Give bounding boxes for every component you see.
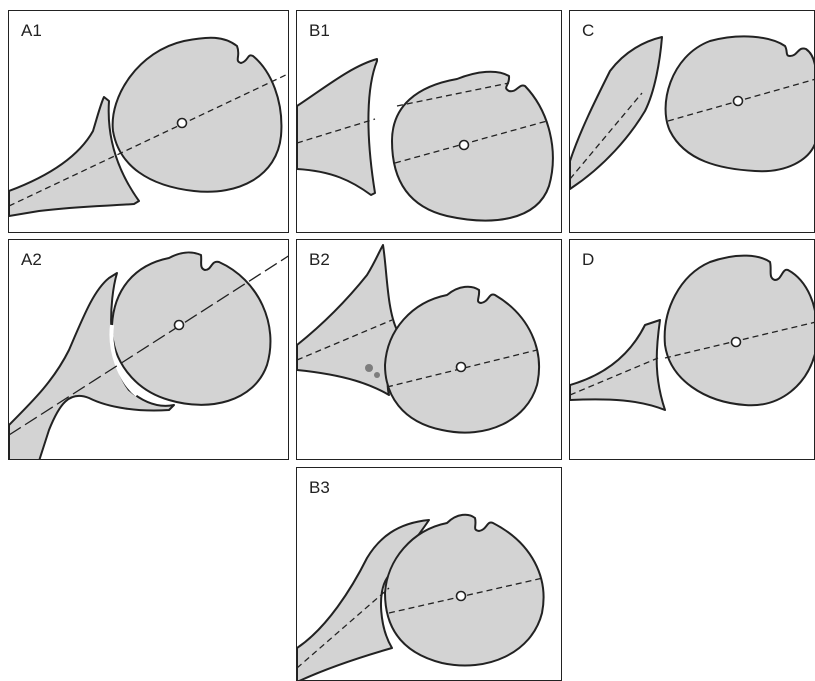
center-point bbox=[457, 363, 466, 372]
panel-d: D bbox=[569, 239, 815, 460]
humeral-head bbox=[113, 38, 282, 192]
center-point bbox=[175, 321, 184, 330]
panel-b3: B3 bbox=[296, 467, 562, 681]
center-point bbox=[460, 141, 469, 150]
diagram-b2 bbox=[297, 240, 562, 460]
diagram-d bbox=[570, 240, 815, 460]
panel-b1: B1 bbox=[296, 10, 562, 233]
panel-a2: A2 bbox=[8, 239, 289, 460]
center-point bbox=[457, 592, 466, 601]
humeral-head bbox=[112, 252, 270, 404]
panel-b2: B2 bbox=[296, 239, 562, 460]
sclerosis-marks bbox=[365, 364, 373, 372]
diagram-c bbox=[570, 11, 815, 233]
diagram-a2 bbox=[9, 240, 289, 460]
humeral-head bbox=[392, 72, 553, 221]
glenoid bbox=[570, 37, 662, 189]
panel-c: C bbox=[569, 10, 815, 233]
panel-a1: A1 bbox=[8, 10, 289, 233]
center-point bbox=[734, 97, 743, 106]
humeral-head bbox=[665, 256, 815, 406]
sclerosis-marks bbox=[374, 372, 380, 378]
glenoid bbox=[297, 245, 397, 395]
glenoid bbox=[570, 320, 665, 410]
center-point bbox=[732, 338, 741, 347]
diagram-b3 bbox=[297, 468, 562, 681]
glenoid bbox=[297, 59, 377, 195]
diagram-a1 bbox=[9, 11, 289, 233]
center-point bbox=[178, 119, 187, 128]
diagram-b1 bbox=[297, 11, 562, 233]
humeral-head bbox=[385, 287, 539, 433]
